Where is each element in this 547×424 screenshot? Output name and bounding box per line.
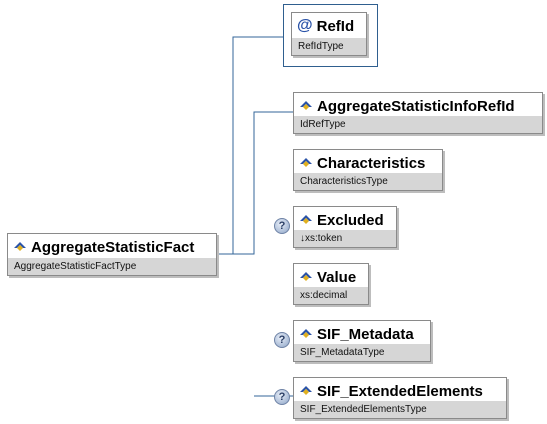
child-element-type: xs:decimal — [294, 287, 368, 304]
child-element[interactable]: AggregateStatisticInfoRefId IdRefType — [293, 92, 543, 134]
child-element[interactable]: Value xs:decimal — [293, 263, 369, 305]
optional-marker: ? — [274, 389, 290, 405]
attribute-type: RefIdType — [292, 38, 366, 55]
child-element-name: AggregateStatisticInfoRefId — [317, 97, 515, 115]
root-element-name: AggregateStatisticFact — [31, 238, 195, 256]
child-element-name: Value — [317, 268, 357, 286]
element-icon — [300, 272, 312, 281]
child-element-type: CharacteristicsType — [294, 173, 442, 190]
child-element-name: SIF_ExtendedElements — [317, 382, 483, 400]
element-icon — [300, 386, 312, 395]
child-element-name: Characteristics — [317, 154, 426, 172]
element-icon — [300, 101, 312, 110]
attribute-refid[interactable]: @ RefId RefIdType — [291, 12, 367, 56]
attribute-name: RefId — [316, 17, 355, 35]
child-element-name: Excluded — [317, 211, 384, 229]
optional-marker: ? — [274, 218, 290, 234]
child-element-type: SIF_MetadataType — [294, 344, 430, 361]
root-element-type: AggregateStatisticFactType — [8, 258, 216, 275]
child-element[interactable]: SIF_Metadata SIF_MetadataType — [293, 320, 431, 362]
element-icon — [300, 329, 312, 338]
attribute-icon: @ — [297, 17, 313, 34]
child-element[interactable]: Characteristics CharacteristicsType — [293, 149, 443, 191]
element-icon — [14, 242, 26, 251]
element-icon — [300, 158, 312, 167]
element-icon — [300, 215, 312, 224]
child-element-name: SIF_Metadata — [317, 325, 414, 343]
child-element[interactable]: Excluded ↓xs:token — [293, 206, 397, 248]
child-element[interactable]: SIF_ExtendedElements SIF_ExtendedElement… — [293, 377, 507, 419]
optional-marker: ? — [274, 332, 290, 348]
root-to-attribute-connector — [217, 36, 283, 255]
root-to-sequence-connector — [217, 111, 293, 397]
child-element-type: ↓xs:token — [294, 230, 396, 247]
child-element-type: IdRefType — [294, 116, 542, 133]
root-element[interactable]: AggregateStatisticFact AggregateStatisti… — [7, 233, 217, 276]
child-element-type: SIF_ExtendedElementsType — [294, 401, 506, 418]
